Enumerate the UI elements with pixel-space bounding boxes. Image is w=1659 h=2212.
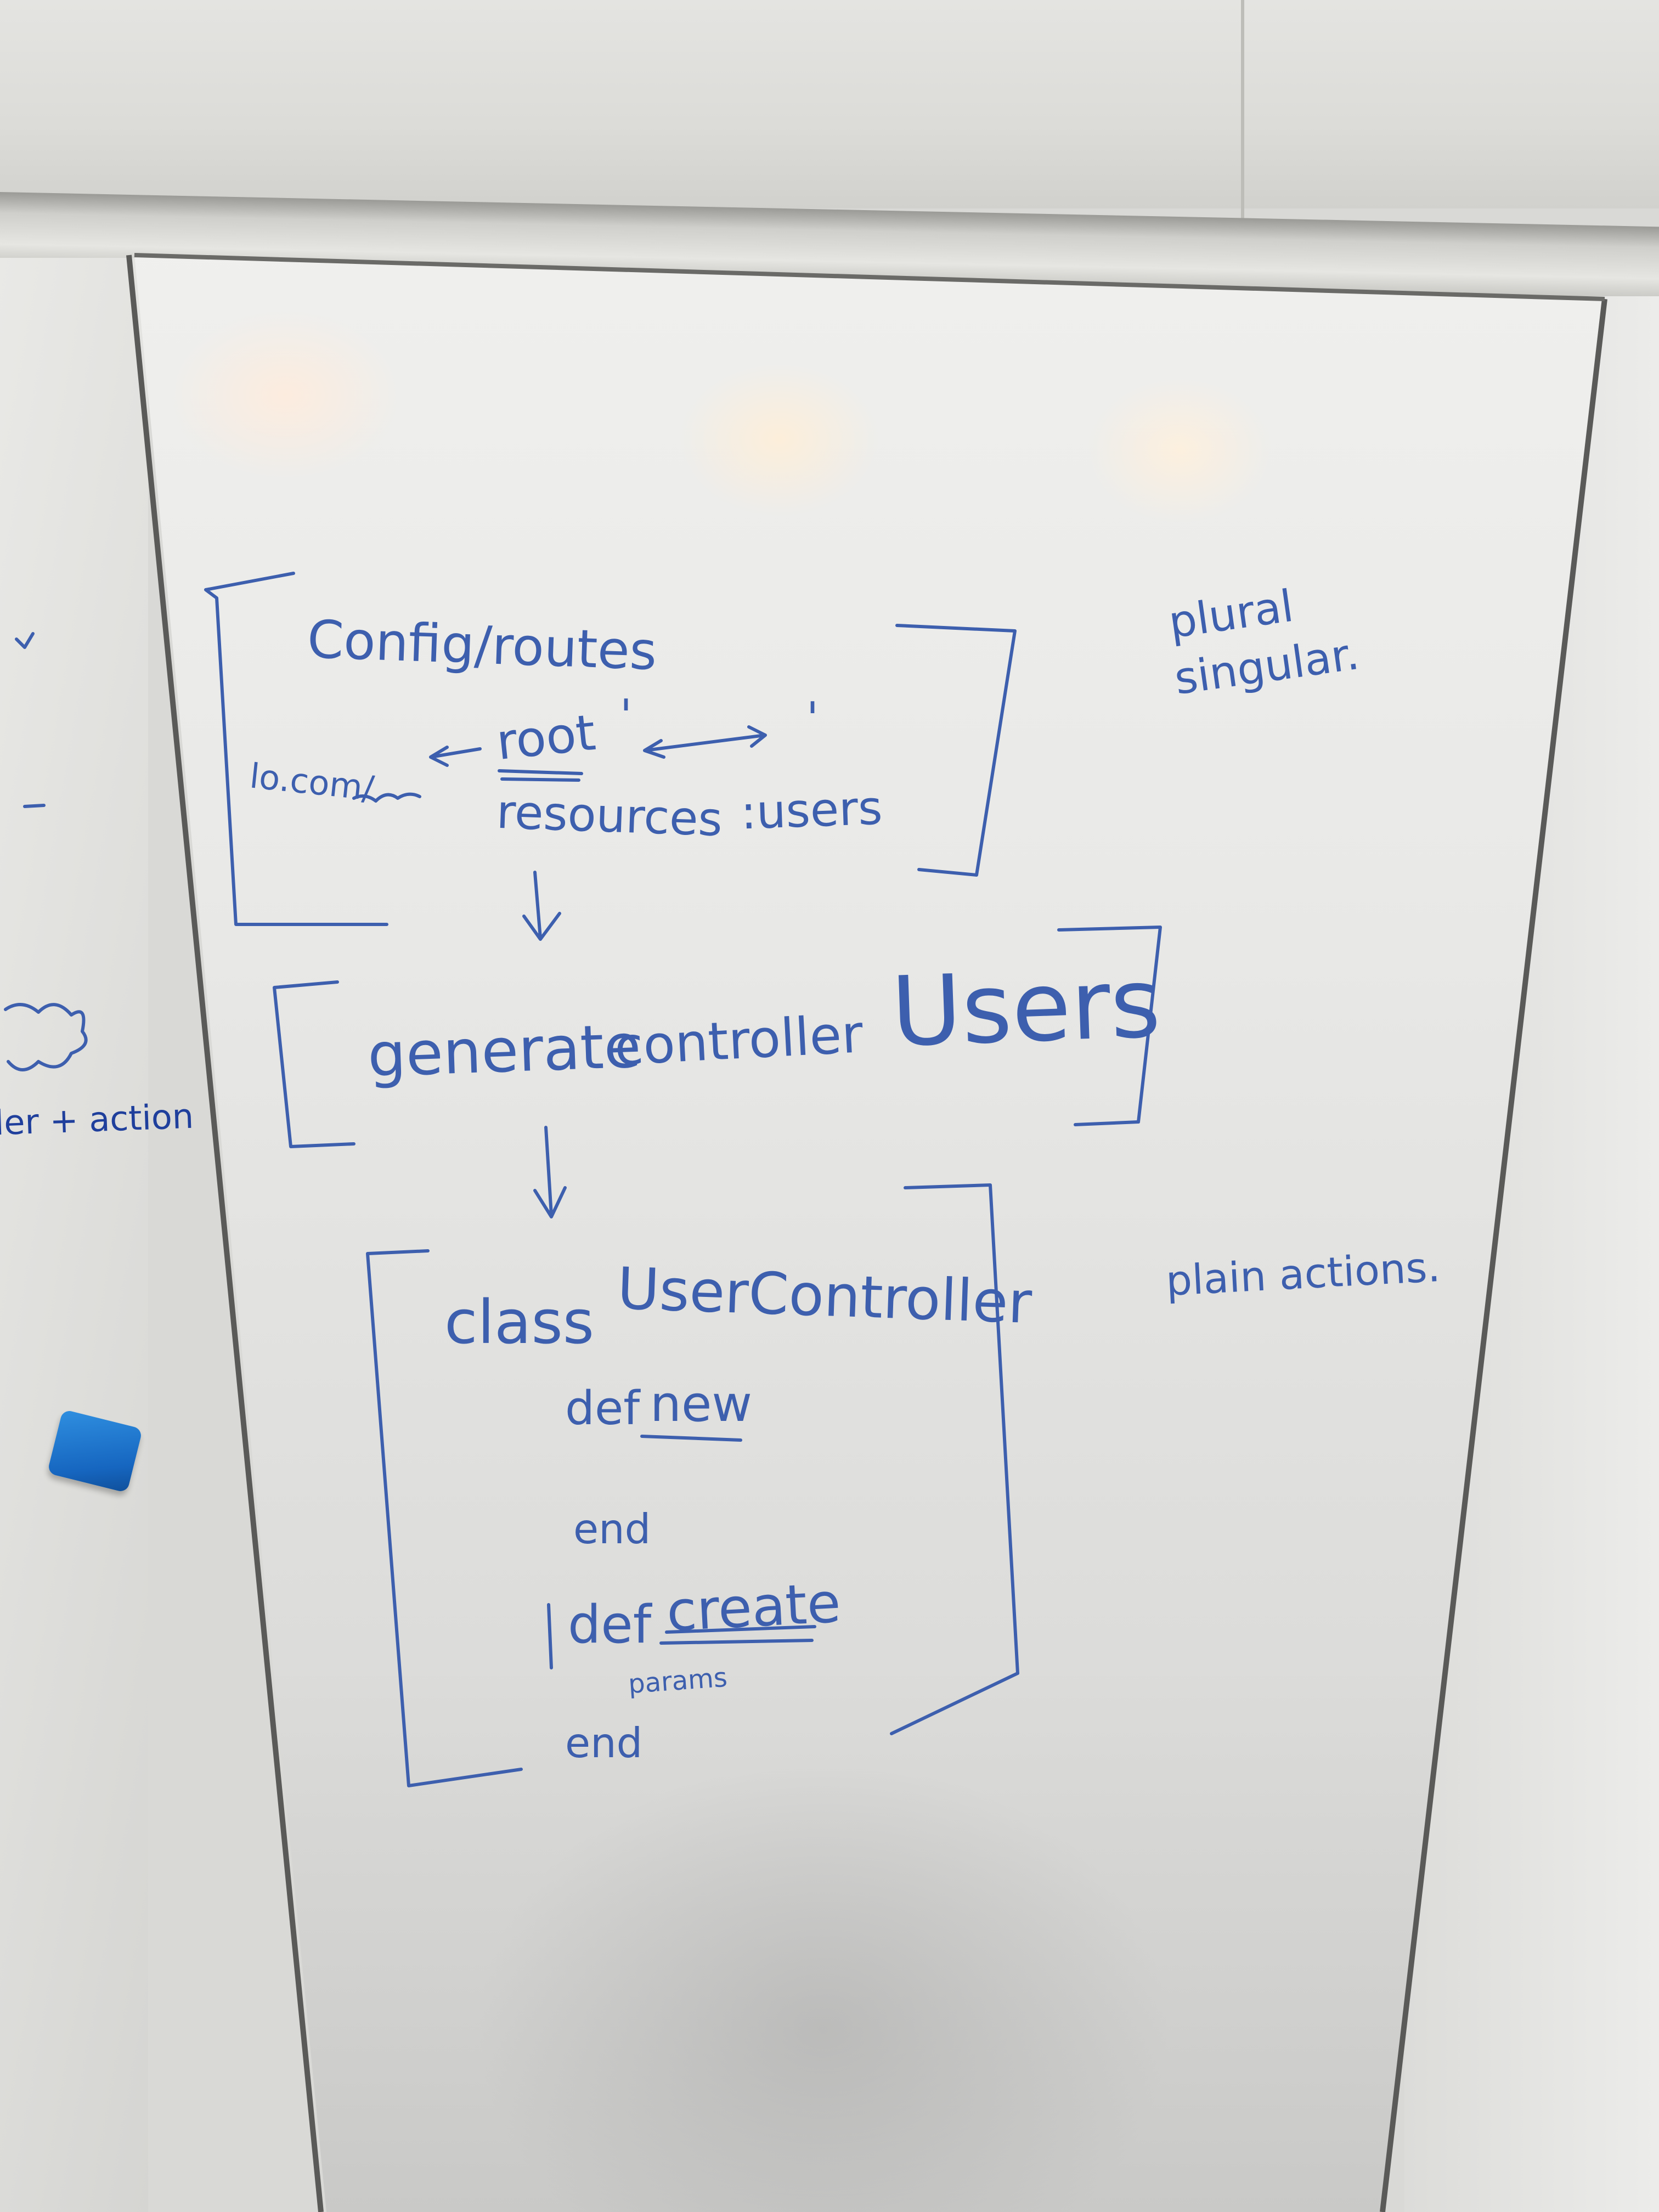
root-underline [498, 769, 583, 782]
generate-label: generate [366, 1011, 642, 1091]
generate-left-bracket [273, 980, 356, 1148]
root-target-mark: ' [806, 693, 819, 744]
def-new-keyword: def [565, 1381, 640, 1436]
create-underline [659, 1625, 816, 1645]
double-arrow-icon [643, 725, 767, 759]
cloud-doodle [4, 1003, 88, 1071]
whiteboard-left-panel [0, 258, 148, 2212]
class-keyword: class [444, 1287, 595, 1357]
users-symbol: :users [740, 781, 883, 840]
left-board-note: ler + action [0, 1096, 195, 1143]
root-path-mark: ' [620, 690, 632, 741]
class-name: UserController [616, 1255, 1033, 1337]
wall-top [0, 0, 1659, 208]
down-arrow-icon [533, 1126, 567, 1218]
down-arrow-icon [522, 871, 561, 941]
class-right-bracket [890, 1183, 1019, 1735]
left-dash-mark [23, 804, 46, 808]
routes-title: Config/routes [306, 609, 658, 682]
end-new: end [573, 1505, 651, 1553]
url-squiggle [352, 792, 421, 803]
left-tick-mark [15, 632, 35, 649]
def-create-name: create [665, 1570, 843, 1644]
controller-label: controller [613, 1004, 865, 1077]
routes-left-bracket [204, 572, 388, 926]
root-arrow-icon [429, 746, 482, 767]
def-create-keyword: def [568, 1595, 652, 1655]
routes-right-bracket [895, 624, 1017, 877]
class-left-bracket [366, 1249, 523, 1787]
end-create: end [565, 1719, 643, 1767]
generate-right-bracket [1057, 926, 1162, 1126]
params-note: params [627, 1662, 729, 1700]
code-guide-line [547, 1603, 553, 1669]
root-label: root [493, 703, 599, 772]
users-word: Users [889, 947, 1163, 1069]
wall-panel-seam [1241, 0, 1244, 252]
new-underline [640, 1435, 742, 1442]
def-new-name: new [650, 1375, 753, 1433]
resources-label: resources [495, 785, 724, 848]
